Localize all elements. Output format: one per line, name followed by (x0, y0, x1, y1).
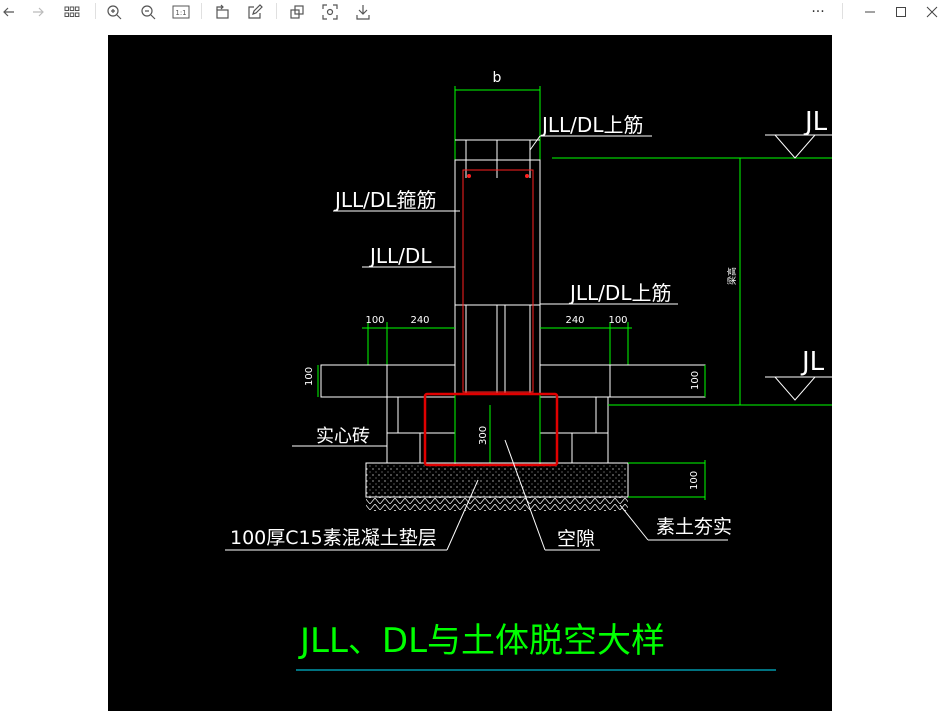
copy-to-clipboard-icon[interactable] (287, 2, 307, 22)
dim-100-vert-lower: 100 (689, 471, 700, 490)
beam-outline (454, 139, 541, 465)
drawing-title: JLL、DL与土体脱空大样 (298, 621, 665, 661)
zoom-in-icon[interactable] (104, 2, 124, 22)
solid-brick-walls (320, 364, 706, 464)
zoom-out-icon[interactable] (138, 2, 158, 22)
concrete-cushion (365, 462, 629, 498)
forward-arrow-icon[interactable] (29, 2, 47, 22)
top-bar-label: JLL/DL上筋 (540, 113, 643, 137)
dim-240-left: 240 (410, 315, 429, 326)
toolbar-separator (201, 3, 202, 19)
zoom-badge: 1:1 (175, 9, 186, 17)
close-icon[interactable] (922, 2, 942, 22)
rotate-icon[interactable] (212, 2, 232, 22)
back-arrow-icon[interactable] (0, 2, 18, 22)
solid-brick-label: 实心砖 (316, 426, 370, 447)
dimension-b-text: b (493, 70, 502, 86)
minimize-icon[interactable] (860, 2, 880, 22)
more-icon[interactable]: ··· (811, 4, 825, 20)
stirrup-rebar (462, 169, 534, 393)
level-marker-top (765, 134, 832, 159)
compacted-soil (366, 497, 628, 511)
drawing-canvas[interactable]: b JLL/DL上筋 (108, 35, 832, 711)
gap-highlight-box (423, 392, 559, 467)
toolbar-separator (842, 3, 843, 19)
dim-100-vert-left: 100 (304, 367, 315, 386)
level-label-top: JL (803, 107, 828, 137)
horizontal-dimensions (362, 322, 632, 365)
cushion-label: 100厚C15素混凝土垫层 (230, 527, 437, 549)
soil-label: 素土夯实 (656, 516, 732, 538)
toolbar-separator (95, 3, 96, 19)
viewer-toolbar: 1:1 ··· (0, 0, 945, 24)
grid-view-icon[interactable] (61, 2, 83, 22)
save-icon[interactable] (353, 2, 373, 22)
dim-100-vert-right: 100 (690, 371, 701, 390)
dim-240-right: 240 (565, 315, 584, 326)
level-marker-mid (765, 376, 832, 401)
stirrup-label: JLL/DL箍筋 (333, 188, 436, 212)
gap-label: 空隙 (557, 528, 595, 550)
maximize-icon[interactable] (891, 2, 911, 22)
height-label: 梁高 (726, 267, 738, 285)
level-label-mid: JL (800, 347, 825, 377)
fit-screen-icon[interactable] (320, 2, 340, 22)
dim-300: 300 (478, 426, 489, 445)
dim-100-left: 100 (365, 315, 384, 326)
edit-icon[interactable] (245, 2, 265, 22)
dim-100-right: 100 (608, 315, 627, 326)
toolbar-separator (276, 3, 277, 19)
beam-label: JLL/DL (368, 244, 432, 268)
dimension-b (454, 86, 541, 160)
top-bar-label-2: JLL/DL上筋 (568, 281, 671, 305)
actual-size-icon[interactable]: 1:1 (171, 2, 191, 22)
